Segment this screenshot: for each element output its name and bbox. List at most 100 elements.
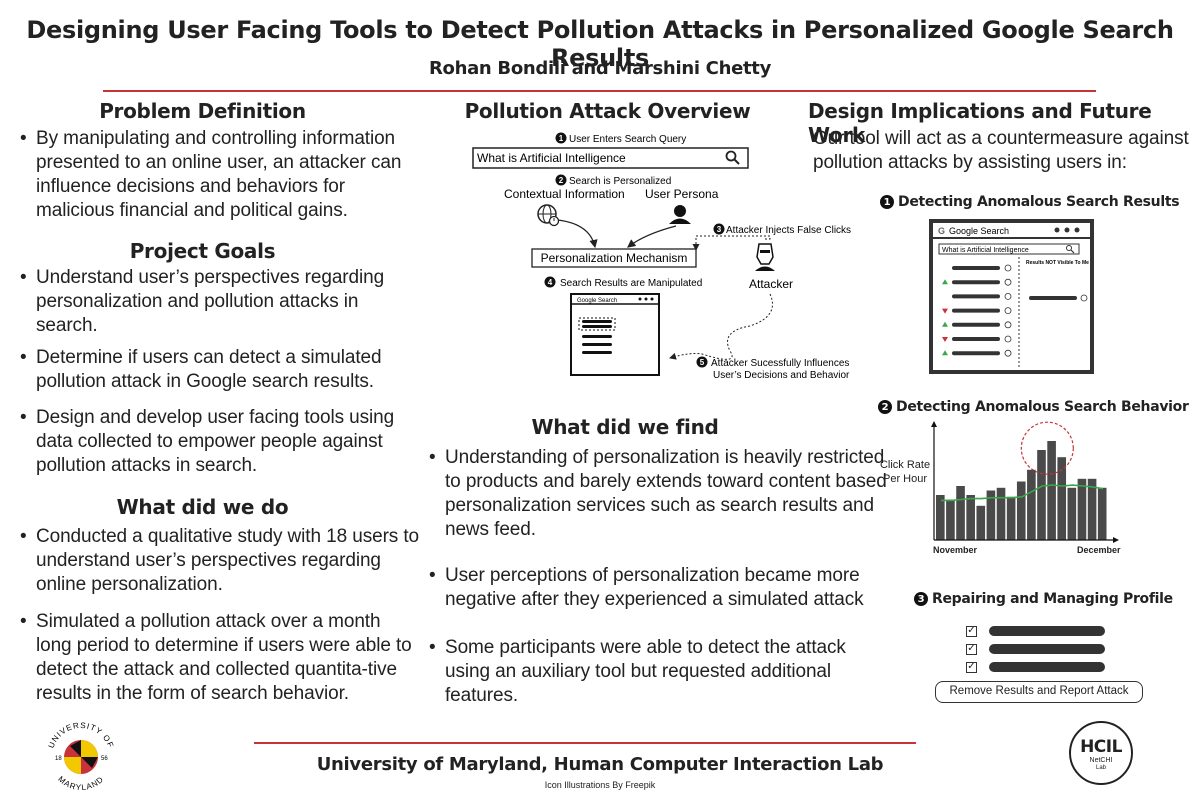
hcil-sub2: Lab — [1095, 765, 1106, 771]
mini-google-label: Google Search — [577, 298, 617, 304]
institution-name: University of Maryland, Human Computer I… — [316, 754, 884, 775]
click-rate-chart — [931, 421, 1119, 543]
step4-label: Search Results are Manipulated — [560, 278, 702, 289]
overview-heading: Pollution Attack Overview — [464, 99, 751, 123]
chart-bar — [976, 505, 986, 540]
x-start-label: November — [933, 545, 978, 555]
chart-bar — [1047, 441, 1056, 540]
arrow-down-icon — [942, 308, 948, 314]
mechanism-label: Personalization Mechanism — [541, 251, 688, 265]
search-query: What is Artificial Intelligence — [477, 151, 626, 165]
list-item: Understand user’s perspectives regarding… — [20, 266, 420, 338]
chart-bar — [996, 487, 1006, 540]
chart-bar — [1067, 487, 1077, 540]
number-1-icon: 1 — [880, 195, 894, 209]
step-2: 2 Search is Personalized — [555, 174, 671, 187]
find-heading: What did we find — [531, 415, 719, 439]
chart-bar — [1006, 496, 1016, 540]
hcil-sub1: NetCHI — [1089, 757, 1113, 764]
result-row — [952, 351, 1000, 356]
step5-label-2: User’s Decisions and Behavior — [713, 370, 850, 381]
mockup-query: What is Artificial Intelligence — [942, 247, 1029, 254]
title-divider — [103, 90, 1096, 92]
x-end-label: December — [1077, 545, 1121, 555]
chart-bar — [1077, 478, 1087, 540]
list-item: Understanding of personalization is heav… — [429, 446, 889, 542]
step-5: 5 Attacker Sucessfully Influences User’s… — [696, 356, 850, 381]
arrow-up-icon — [942, 321, 948, 327]
svg-text:3: 3 — [717, 225, 722, 234]
goals-heading: Project Goals — [129, 239, 276, 263]
goals-list: Understand user’s perspectives regarding… — [20, 266, 420, 478]
design-intro: Our tool will act as a countermeasure ag… — [813, 128, 1189, 173]
face-icon — [1004, 264, 1012, 272]
list-item: By manipulating and controlling informat… — [20, 127, 420, 223]
result-row — [952, 308, 1000, 313]
chart-bar — [956, 486, 965, 540]
authors: Rohan Bondili and Marshini Chetty — [428, 58, 772, 79]
attacker-label: Attacker — [749, 277, 793, 291]
checkbox-checked-icon[interactable]: ✓ — [966, 661, 977, 673]
svg-text:1: 1 — [559, 134, 564, 143]
arrow-up-icon — [942, 279, 948, 285]
umd-logo: UNIVERSITY OF MARYLAND 18 56 — [47, 721, 115, 792]
result-row — [952, 280, 1000, 285]
svg-text:4: 4 — [548, 278, 553, 287]
search-icon — [725, 150, 740, 165]
checkbox-checked-icon[interactable]: ✓ — [966, 643, 977, 655]
chart-bar — [1037, 450, 1046, 540]
list-item: User perceptions of personalization beca… — [429, 564, 889, 612]
step5-label-1: Attacker Sucessfully Influences — [711, 358, 849, 369]
face-icon — [1004, 293, 1012, 300]
checklist-row[interactable]: ✓ — [966, 658, 1106, 676]
problem-heading: Problem Definition — [99, 99, 306, 123]
chart-bar — [1097, 487, 1107, 540]
umd-year-left: 18 — [55, 756, 62, 762]
checkbox-checked-icon[interactable]: ✓ — [966, 625, 977, 637]
design-heading: Design Implications and Future Work — [808, 99, 1152, 147]
result-row — [952, 266, 1000, 270]
step-4: 4 Search Results are Manipulated — [544, 276, 702, 289]
remove-report-button[interactable]: Remove Results and Report Attack — [935, 681, 1143, 703]
result-row — [952, 337, 1000, 341]
ylabel-line1: Click Rate — [879, 459, 931, 471]
not-visible-label: Results NOT Visible To Me — [1026, 260, 1089, 266]
list-item: Simulated a pollution attack over a mont… — [20, 610, 420, 706]
user-icon — [669, 205, 691, 224]
chart-ylabel: Click Rate Per Hour — [876, 458, 934, 486]
arrow-up-icon — [942, 350, 948, 356]
step1-label: User Enters Search Query — [569, 134, 686, 145]
list-item: Design and develop user facing tools usi… — [20, 406, 420, 478]
search-icon — [1066, 245, 1075, 254]
chart-bar — [936, 495, 945, 540]
checklist-row[interactable]: ✓ — [966, 640, 1106, 658]
step-3: 3 Attacker Injects False Clicks — [713, 223, 851, 236]
icon-credit: Icon Illustrations By Freepik — [544, 780, 656, 790]
number-3-icon: 3 — [914, 592, 928, 606]
list-item: Determine if users can detect a simulate… — [20, 346, 420, 394]
face-icon — [1004, 321, 1012, 329]
face-icon — [1004, 349, 1012, 357]
chart-bar — [1057, 457, 1067, 540]
contextual-info-label: Contextual Information — [504, 187, 625, 201]
anomalous-results-mockup: G Google Search What is Artificial Intel… — [929, 219, 1094, 374]
mini-browser-window: Google Search — [570, 293, 660, 376]
step3-label: Attacker Injects False Clicks — [726, 225, 851, 236]
step-1: 1 User Enters Search Query — [555, 132, 686, 145]
mockup-google-label: Google Search — [949, 226, 1009, 236]
mechanism-box — [531, 248, 697, 268]
svg-text:5: 5 — [700, 358, 705, 367]
item2-title-text: Detecting Anomalous Search Behavior — [896, 399, 1189, 415]
chart-bar — [946, 499, 955, 540]
attacker-icon — [755, 243, 775, 271]
ylabel-line2: Per Hour — [882, 473, 928, 485]
chart-bar — [966, 495, 975, 540]
find-list: Understanding of personalization is heav… — [429, 446, 889, 708]
problem-list: By manipulating and controlling informat… — [20, 127, 420, 223]
face-icon — [1004, 278, 1012, 286]
checklist-row[interactable]: ✓ — [966, 622, 1106, 640]
search-box — [472, 147, 749, 169]
